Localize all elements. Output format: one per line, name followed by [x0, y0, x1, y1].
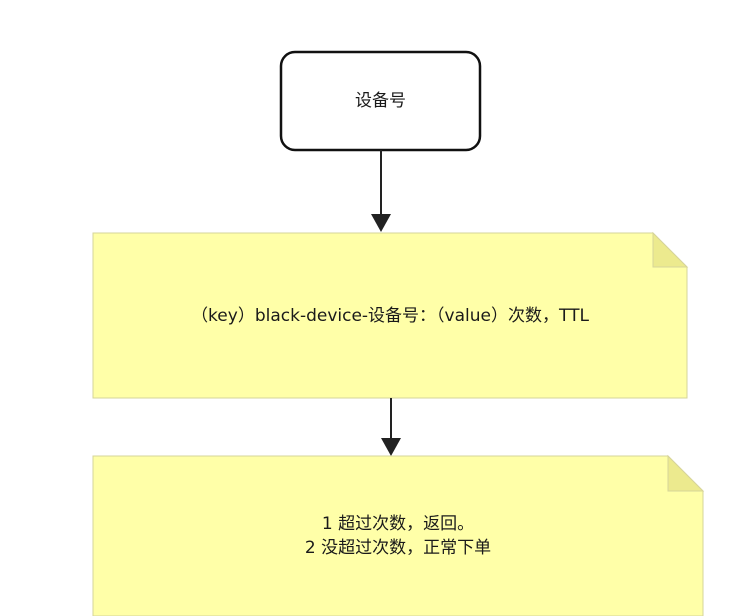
note-1-fold [652, 231, 689, 268]
note-1-shape[interactable] [92, 232, 688, 399]
note-1-label: （key）black-device-设备号：（value）次数，TTL [191, 305, 589, 326]
connector-2-arrowhead [381, 438, 401, 456]
note-1-label-box: （key）black-device-设备号：（value）次数，TTL [93, 233, 687, 398]
note-2-line-1: 1 超过次数，返回。 [321, 514, 475, 534]
note-2-fold [667, 454, 705, 492]
connector-1-arrowhead [371, 214, 391, 232]
note-2-line-2: 2 没超过次数，正常下单 [304, 538, 492, 558]
start-node-label: 设备号 [355, 91, 406, 111]
note-2-shape[interactable] [92, 455, 704, 616]
note-2-label-box: 1 超过次数，返回。 2 没超过次数，正常下单 [93, 496, 703, 576]
start-node-label-box: 设备号 [281, 52, 480, 150]
